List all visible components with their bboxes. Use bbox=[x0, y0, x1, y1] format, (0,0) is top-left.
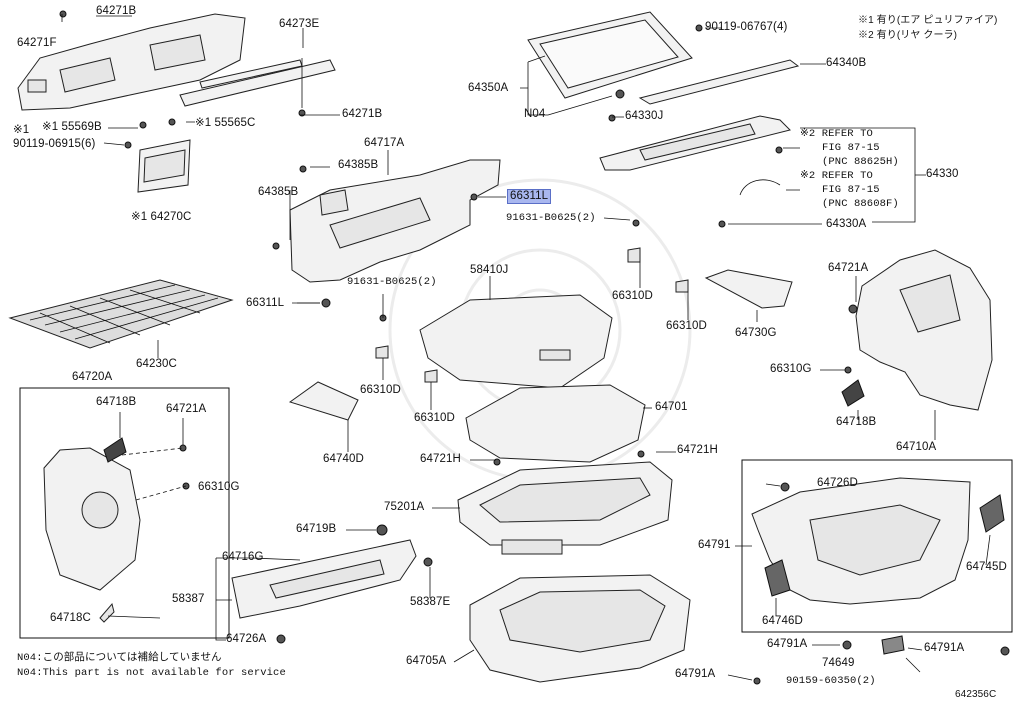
part-label-64730G[interactable]: 64730G bbox=[735, 327, 777, 339]
group-box-64720A bbox=[19, 387, 230, 639]
part-label-64720A[interactable]: 64720A bbox=[72, 371, 113, 383]
board-58410J bbox=[419, 294, 613, 389]
leader-lines bbox=[61, 14, 991, 681]
footnote-n04-en: N04:This part is not available for servi… bbox=[17, 667, 286, 679]
part-label-64721H[interactable]: 64721H bbox=[677, 444, 718, 456]
part-label-64745D[interactable]: 64745D bbox=[966, 561, 1007, 573]
part-label-64791[interactable]: 64791 bbox=[698, 539, 731, 551]
part-label-64701[interactable]: 64701 bbox=[655, 401, 688, 413]
part-label-64718C[interactable]: 64718C bbox=[50, 612, 91, 624]
footnote-n04-jp: N04:この部品については補給していません bbox=[17, 652, 222, 664]
part-label-64721H[interactable]: 64721H bbox=[420, 453, 461, 465]
part-label-64273E[interactable]: 64273E bbox=[279, 18, 320, 30]
part-label-91631-B0625[interactable]: 91631-B0625(2) bbox=[347, 276, 437, 288]
part-label-66310D[interactable]: 66310D bbox=[612, 290, 653, 302]
part-label-64721A[interactable]: 64721A bbox=[828, 262, 869, 274]
panel-64330 bbox=[599, 115, 791, 171]
base-64705A bbox=[469, 574, 691, 683]
plate-64716G bbox=[231, 539, 417, 619]
part-label-66310D[interactable]: 66310D bbox=[414, 412, 455, 424]
part-label-64717A[interactable]: 64717A bbox=[364, 137, 405, 149]
part-label-64718B[interactable]: 64718B bbox=[836, 416, 877, 428]
cover-64740D bbox=[288, 381, 359, 421]
part-label-64791A[interactable]: 64791A bbox=[767, 638, 808, 650]
part-label-66310D[interactable]: 66310D bbox=[666, 320, 707, 332]
part-label-64719B[interactable]: 64719B bbox=[296, 523, 337, 535]
part-label-66311L-highlighted[interactable]: 66311L bbox=[506, 189, 552, 204]
strip-64273E bbox=[179, 59, 336, 107]
part-label-64330J[interactable]: 64330J bbox=[625, 110, 664, 122]
part-label-64271B[interactable]: 64271B bbox=[342, 108, 383, 120]
part-label-64340B[interactable]: 64340B bbox=[826, 57, 867, 69]
clips bbox=[375, 247, 689, 383]
part-label-66310D[interactable]: 66310D bbox=[360, 384, 401, 396]
refer-note-2-line2[interactable]: FIG 87-15 bbox=[822, 184, 880, 196]
refer-note-2-line3: (PNC 88608F) bbox=[822, 198, 899, 210]
frame-64350A bbox=[527, 11, 693, 99]
part-64340B bbox=[638, 59, 800, 105]
part-label-58387[interactable]: 58387 bbox=[172, 593, 205, 605]
refer-note-1-line1: ※2 REFER TO bbox=[800, 128, 873, 140]
part-label-66311L[interactable]: 66311L bbox=[246, 297, 285, 309]
part-label-58410J[interactable]: 58410J bbox=[470, 264, 509, 276]
part-label-64791A[interactable]: 64791A bbox=[675, 668, 716, 680]
part-label-64746D[interactable]: 64746D bbox=[762, 615, 803, 627]
part-label-64330[interactable]: 64330 bbox=[926, 168, 959, 180]
part-label-75201A[interactable]: 75201A bbox=[384, 501, 425, 513]
mat-64701 bbox=[465, 384, 646, 463]
part-label-64721A[interactable]: 64721A bbox=[166, 403, 207, 415]
part-label-64718B[interactable]: 64718B bbox=[96, 396, 137, 408]
part-label-64385B[interactable]: 64385B bbox=[258, 186, 299, 198]
part-label-55565C[interactable]: ※1 55565C bbox=[195, 117, 256, 129]
part-label-74649[interactable]: 74649 bbox=[822, 657, 855, 669]
part-label-64270C[interactable]: ※1 64270C bbox=[131, 211, 192, 223]
part-label-64230C[interactable]: 64230C bbox=[136, 358, 177, 370]
refer-note-1-line3: (PNC 88625H) bbox=[822, 156, 899, 168]
part-label-66310G[interactable]: 66310G bbox=[198, 481, 240, 493]
part-label-64385B[interactable]: 64385B bbox=[338, 159, 379, 171]
note-mark-1: ※1 bbox=[13, 124, 30, 136]
net-64230C bbox=[8, 279, 234, 349]
part-label-91631-B0625[interactable]: 91631-B0625(2) bbox=[506, 212, 596, 224]
trim-right-64710A bbox=[855, 249, 993, 411]
part-label-64726D[interactable]: 64726D bbox=[817, 477, 858, 489]
part-label-90159-60350[interactable]: 90159-60350(2) bbox=[786, 675, 876, 687]
part-label-55569B[interactable]: ※1 55569B bbox=[42, 121, 102, 133]
part-label-64350A[interactable]: 64350A bbox=[468, 82, 509, 94]
panel-64271F bbox=[17, 13, 246, 111]
legend-note-2: ※2 有り(リヤ クーラ) bbox=[858, 30, 958, 41]
diagram-id: 642356C bbox=[955, 689, 997, 700]
part-label-64716G[interactable]: 64716G bbox=[222, 551, 264, 563]
part-label-66310G[interactable]: 66310G bbox=[770, 363, 812, 375]
part-label-64710A[interactable]: 64710A bbox=[896, 441, 937, 453]
refer-note-2-line1: ※2 REFER TO bbox=[800, 170, 873, 182]
part-label-64726A[interactable]: 64726A bbox=[226, 633, 267, 645]
legend-note-1: ※1 有り(エア ピュリファイア) bbox=[858, 15, 998, 26]
part-label-64791A[interactable]: 64791A bbox=[924, 642, 965, 654]
part-label-64271F[interactable]: 64271F bbox=[17, 37, 57, 49]
part-label-N04[interactable]: N04 bbox=[524, 108, 546, 120]
part-label-64705A[interactable]: 64705A bbox=[406, 655, 447, 667]
part-label-64271B[interactable]: 64271B bbox=[96, 5, 137, 17]
part-label-64330A[interactable]: 64330A bbox=[826, 218, 867, 230]
part-label-90119-06915[interactable]: 90119-06915(6) bbox=[13, 138, 96, 150]
cover-64730G bbox=[704, 269, 793, 309]
part-label-58387E[interactable]: 58387E bbox=[410, 596, 451, 608]
module-64270C bbox=[137, 139, 191, 193]
part-label-64740D[interactable]: 64740D bbox=[323, 453, 364, 465]
trim-64717A bbox=[289, 159, 501, 283]
backdoor-trim-64791 bbox=[751, 477, 971, 605]
part-label-90119-06767[interactable]: 90119-06767(4) bbox=[705, 21, 788, 33]
tray-75201A bbox=[457, 461, 673, 555]
refer-note-1-line2[interactable]: FIG 87-15 bbox=[822, 142, 880, 154]
trim-left-64720A bbox=[43, 447, 141, 591]
